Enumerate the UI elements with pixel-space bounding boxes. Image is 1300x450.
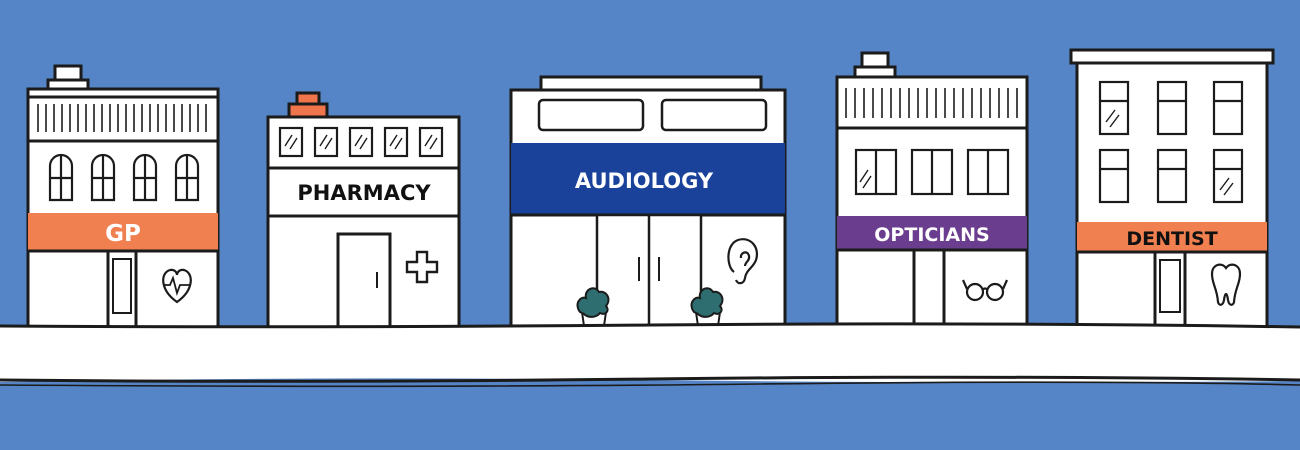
opticians-windows [854, 148, 1010, 196]
audiology-upper-window-right [660, 98, 768, 132]
pharmacy-door[interactable] [336, 232, 392, 329]
medical-cross-icon [405, 250, 439, 284]
tooth-icon [1210, 263, 1242, 306]
dentist-roof [1069, 48, 1275, 65]
gp-chimney [53, 64, 83, 82]
opticians-door[interactable] [912, 248, 946, 329]
audiology-upper-window-left [537, 98, 645, 132]
gp-sign [28, 213, 218, 251]
dentist-windows [1098, 80, 1244, 204]
pharmacy-upper-windows [278, 126, 444, 158]
pavement [0, 322, 1300, 388]
dentist-building[interactable] [1069, 48, 1275, 329]
opticians-sign-label: OPTICIANS [874, 224, 989, 246]
gp-building[interactable] [26, 64, 220, 329]
pharmacy-building[interactable] [266, 91, 461, 329]
gp-sign-label: GP [105, 221, 141, 247]
pharmacy-sign-label: PHARMACY [297, 181, 431, 205]
opticians-cornice-lines [845, 88, 1018, 118]
audiology-glass-doors[interactable] [595, 213, 703, 329]
gp-arched-windows [48, 153, 200, 202]
audiology-building[interactable] [509, 75, 787, 334]
gp-cornice-lines [37, 104, 207, 132]
heart-pulse-icon [162, 268, 192, 304]
audiology-sign [511, 143, 785, 215]
dentist-sign [1077, 222, 1267, 252]
dentist-sign-label: DENTIST [1126, 228, 1217, 250]
audiology-sign-label: AUDIOLOGY [575, 169, 714, 193]
audiology-roof [539, 75, 763, 92]
pharmacy-roof-base [287, 102, 329, 119]
glasses-icon [961, 279, 1009, 302]
ear-icon [727, 238, 759, 285]
opticians-sign [837, 216, 1027, 250]
opticians-building[interactable] [835, 51, 1029, 329]
opticians-chimney [860, 51, 890, 69]
pharmacy-roof-top [295, 91, 321, 106]
